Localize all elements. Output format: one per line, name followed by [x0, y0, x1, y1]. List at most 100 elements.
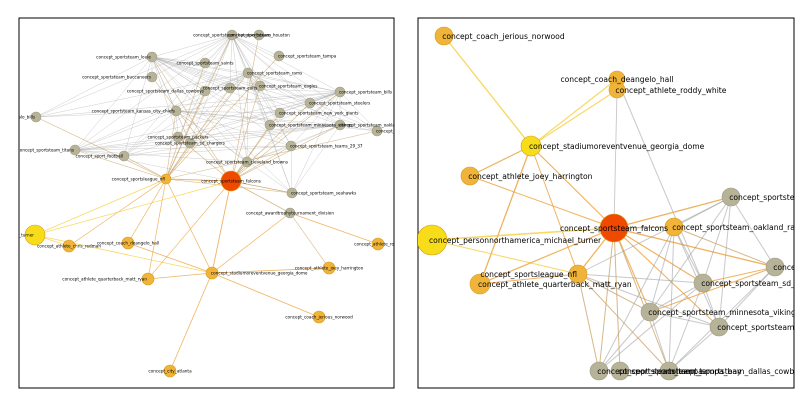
left-edge-houston_texans-tampa [231, 34, 280, 57]
left-node-nfl [160, 173, 172, 185]
left-edge-kc-ny_giants [175, 110, 281, 114]
right-edge-ryan-falcons [479, 227, 615, 285]
left-edge-houston_texans-louie [151, 34, 233, 58]
right-label-tampabay: concept_sportsteam_tampa_bay [618, 367, 742, 376]
right-edge-dome-falcons [530, 145, 615, 229]
left-edge-houston_texans-bills [231, 34, 341, 93]
left-edge-louie-rams [151, 56, 249, 74]
right-edge-nfl-sd [577, 273, 704, 284]
right-node-nfl [568, 264, 588, 284]
left-edge-louie-buffalo [35, 56, 153, 118]
left-edge-falcons-seahawks [230, 180, 293, 194]
left-node-packers [172, 131, 184, 143]
left-label-houston_texans: concept_sportsteam_houston_texans [193, 33, 271, 38]
left-node-dallas [199, 85, 211, 97]
left-label-harrington: concept_athlete_joey_harrington [295, 266, 364, 271]
left-label-dome: concept_stadiumoreventvenue_georgia_dome [211, 271, 308, 276]
left-edge-nfl-ryan [147, 178, 167, 280]
left-edge-kc-sd [175, 110, 191, 144]
left-edge-bills-football [123, 91, 341, 157]
left-edge-louie-broncos [151, 56, 378, 132]
right-edge-norwood-dome [443, 35, 532, 147]
right-edge-falcons-tampa [598, 227, 615, 372]
right-label-hall: concept_coach_deangelo_hall [560, 75, 673, 84]
left-edge-rams-vikings [247, 72, 271, 126]
left-edge-dome-turner [34, 234, 213, 274]
right-edge-nfl-kc [577, 196, 732, 275]
right-node-oakland [664, 217, 684, 237]
left-edge-bills-s49 [290, 91, 341, 147]
left-node-hall [121, 236, 135, 250]
left-edge-louie-colts [151, 56, 231, 89]
right-node-sport_f [765, 257, 785, 277]
left-edge-nfl-kc [165, 110, 177, 180]
left-label-roddy: concept_athlete_roddy [354, 242, 402, 247]
left-edge-falcons-dome [211, 180, 232, 274]
left-label-falcons: concept_sportsteam_falcons [201, 179, 261, 184]
right-edge-oakland-vikings [649, 226, 675, 313]
left-edge-titans-packers [74, 136, 179, 151]
left-node-louie [146, 51, 158, 63]
left-node-kc [170, 105, 182, 117]
left-node-s49 [285, 140, 297, 152]
left-label-colts: concept_sportsteam_colts [203, 86, 258, 91]
right-node-ny_giants [709, 317, 729, 337]
right-edge-nfl-ny_giants [577, 273, 720, 328]
left-label-nfl: concept_sportsleague_nfl [112, 177, 166, 182]
right-edge-ny_giants-dallas [668, 326, 720, 372]
left-edge-nfl-houston_texans [165, 34, 233, 180]
left-edge-bills-buffalo [35, 91, 341, 118]
right-edge-oakland-dallas [668, 226, 675, 372]
left-edge-dome-ryan [147, 272, 213, 280]
right-label-ny_giants: concept_sportsteam_new_york_giants [717, 323, 812, 332]
left-edge-dome-norwood [211, 272, 320, 318]
right-label-nfl: concept_sportsleague_nfl [480, 270, 577, 279]
left-edge-bills-colts [229, 87, 341, 93]
left-edge-falcons-turner [34, 180, 232, 236]
right-node-ryan [469, 273, 491, 295]
right-edge-nfl-dallas [577, 273, 670, 372]
right-edge-falcons-vikings [613, 227, 651, 313]
left-edge-nfl-football [123, 155, 167, 180]
left-edge-bills-cleveland [246, 91, 341, 163]
right-edge-kc-ny_giants [718, 196, 732, 328]
left-edge-louie-oakland [151, 56, 341, 126]
left-label-rams: concept_sportsteam_rams [247, 71, 302, 76]
left-node-redman [62, 239, 76, 253]
left-node-harrington [322, 261, 336, 275]
right-label-tampa: concept_sportsteam_tampa [597, 367, 703, 376]
right-node-dallas [659, 361, 679, 381]
left-panel-frame [18, 17, 395, 389]
right-edge-falcons-sd [613, 227, 704, 284]
right-edge-falcons-sport_f [613, 227, 776, 268]
right-edge-turner-falcons [431, 227, 615, 241]
right-label-kc: concept_sportsteam_kansas_city_chiefs [729, 193, 812, 202]
right-label-roddy: concept_athlete_roddy_white [615, 86, 726, 95]
right-node-harrington [460, 166, 480, 186]
left-node-ny_giants [274, 107, 286, 119]
left-label-tampa: concept_sportsteam_tampa [278, 54, 337, 59]
left-edge-falcons-steelers [230, 102, 311, 182]
left-edge-dome-hall [127, 242, 213, 274]
left-edge-rams-oakland [247, 72, 341, 126]
left-edge-nfl-dallas [165, 90, 206, 180]
left-edge-rams-buffalo [35, 72, 249, 118]
left-edge-houston_texans-cleveland [231, 34, 248, 163]
left-edge-louie-packers [151, 56, 179, 138]
left-node-titans [69, 144, 81, 156]
right-edge-vikings-sport_f [649, 266, 776, 313]
left-edge-kc-buffalo [35, 110, 177, 118]
left-edge-houston_texans-steelers [231, 34, 311, 104]
right-edge-falcons-kc [613, 196, 732, 229]
left-edge-nfl-hall [127, 178, 167, 244]
left-label-louie: concept_sportsteam_louie [96, 55, 151, 60]
right-edge-sd-dallas [668, 282, 704, 372]
right-edge-kc-sport_f [730, 196, 776, 268]
left-node-seahawks [286, 187, 298, 199]
left-label-dallas: concept_sportsteam_dallas_cowboys [127, 89, 204, 94]
left-edge-houston_texans-colts [229, 34, 233, 89]
left-edge-bills-vikings [269, 91, 341, 126]
left-label-packers: concept_sportsteam_packers [148, 135, 209, 140]
right-node-falcons [599, 213, 629, 243]
left-edge-bills-seahawks [291, 91, 341, 194]
